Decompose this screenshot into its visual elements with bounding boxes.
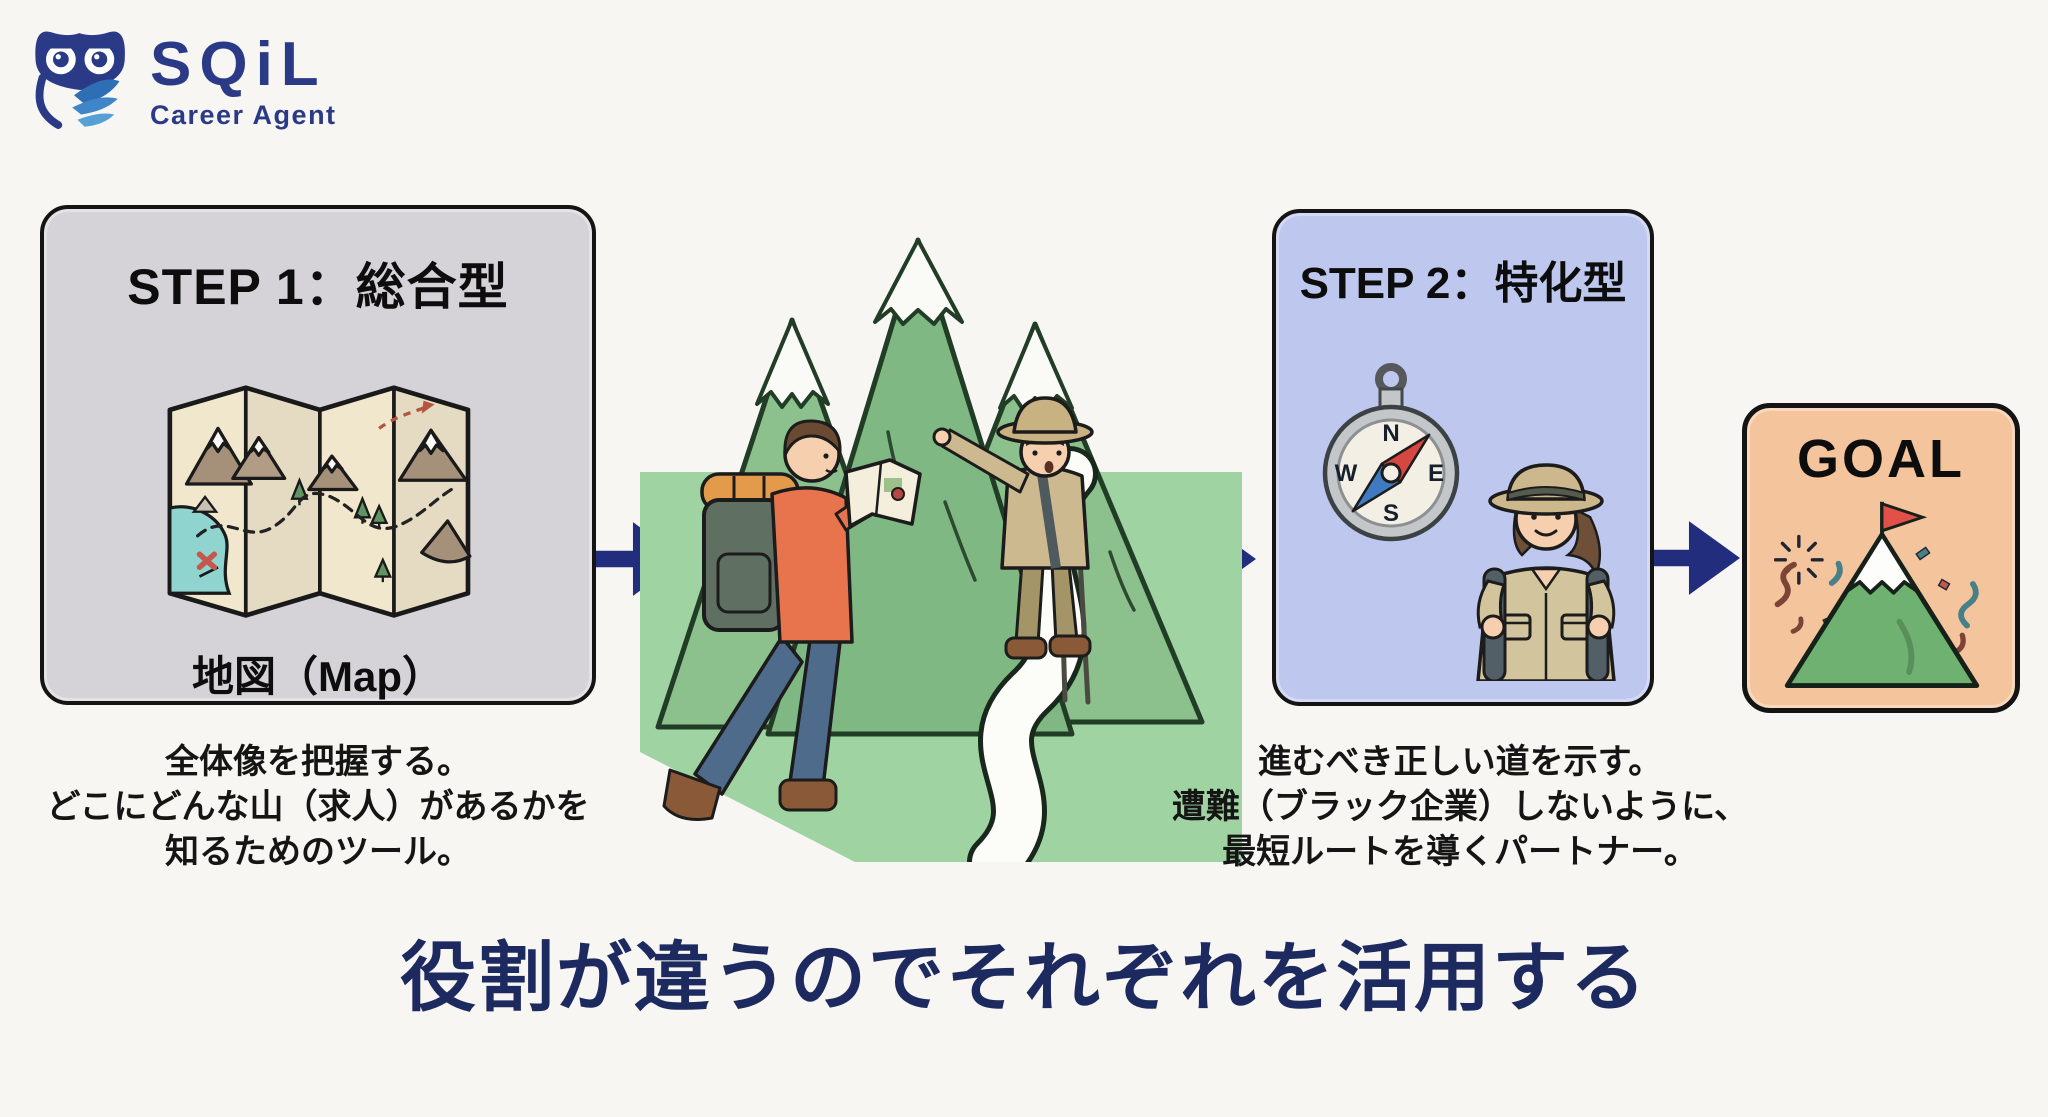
compass-north-label: N <box>1382 420 1399 447</box>
guide-hiker-figure <box>932 396 1094 705</box>
compass-south-label: S <box>1383 500 1399 527</box>
compass-icon: N E S W <box>1322 363 1460 542</box>
brand-text: SQiL Career Agent <box>150 20 337 131</box>
step1-description-line: どこにどんな山（求人）があるかを <box>46 788 590 826</box>
step1-description-line: 全体像を把握する。 <box>165 743 471 781</box>
step1-description: 全体像を把握する。 どこにどんな山（求人）があるかを 知るためのツール。 <box>30 740 606 875</box>
compass-west-label: W <box>1335 460 1358 487</box>
hiking-scene-illustration <box>640 237 1242 862</box>
brand-tagline: Career Agent <box>150 100 337 130</box>
brand-name: SQiL <box>150 30 327 99</box>
step2-description-line: 遭難（ブラック企業）しないように、 <box>1171 788 1749 826</box>
goal-title: GOAL <box>1797 429 1965 489</box>
step2-description-line: 進むべき正しい道を示す。 <box>1257 743 1663 781</box>
female-guide-icon <box>1476 463 1616 681</box>
headline: 役割が違うのでそれぞれを活用する <box>400 936 1648 1021</box>
brand-logo: SQiL Career Agent <box>28 20 337 132</box>
compass-east-label: E <box>1428 460 1444 487</box>
step2-card: STEP 2：特化型 N E S W <box>1272 209 1654 706</box>
step1-description-line: 知るためのツール。 <box>165 833 471 871</box>
goal-card: GOAL <box>1742 403 2020 713</box>
step2-description-line: 最短ルートを導くパートナー。 <box>1222 833 1698 871</box>
flow-arrow-step2-to-goal <box>1652 521 1740 595</box>
step1-title: STEP 1：総合型 <box>127 259 509 315</box>
step1-map-label: 地図（Map） <box>191 653 444 700</box>
step2-title: STEP 2：特化型 <box>1299 259 1627 308</box>
map-reading-hiker-figure <box>662 419 922 821</box>
summit-flag-icon <box>1773 501 1980 688</box>
owl-logo-icon <box>35 31 125 129</box>
step2-description: 進むべき正しい道を示す。 遭難（ブラック企業）しないように、 最短ルートを導くパ… <box>1146 740 1774 875</box>
folded-map-icon <box>167 385 472 618</box>
step1-card: STEP 1：総合型 <box>40 205 596 705</box>
